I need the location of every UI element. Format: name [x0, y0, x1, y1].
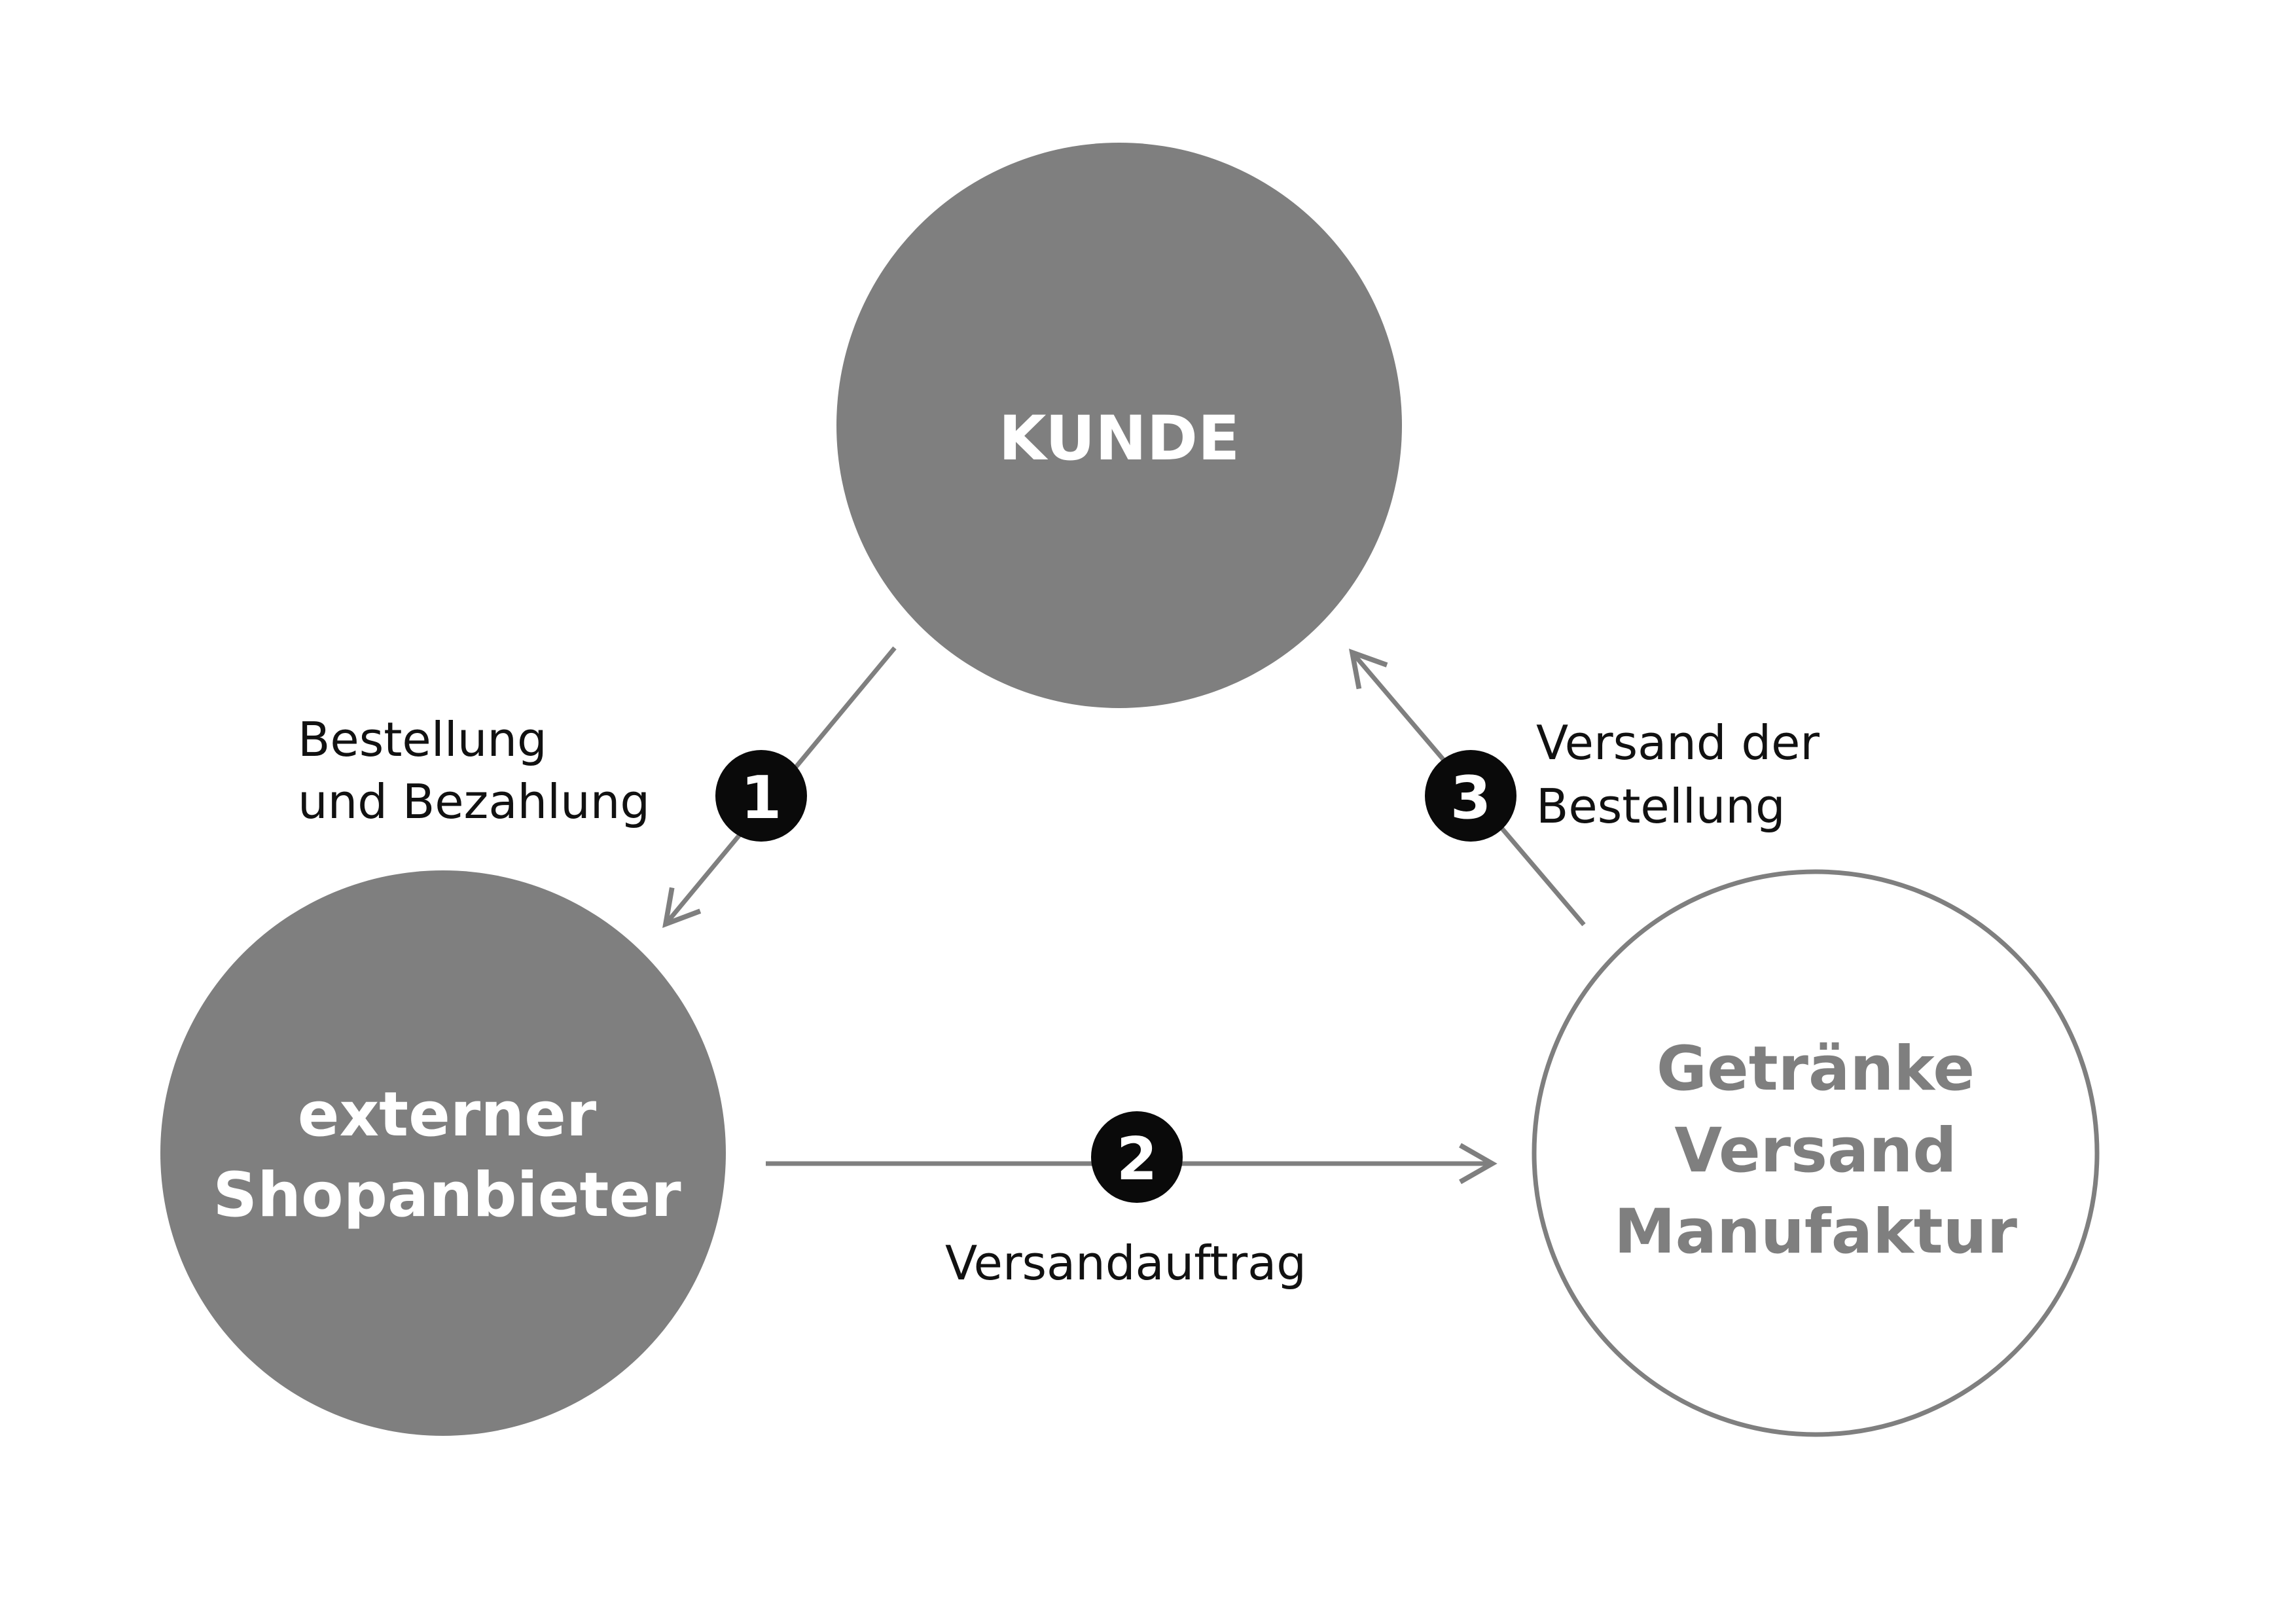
node-shop-label-line2: Shopanbieter — [213, 1160, 681, 1231]
edge-step-1: 1 Bestellung und Bezahlung — [298, 646, 897, 928]
step-2-number: 2 — [1117, 1125, 1158, 1194]
node-kunde-label: KUNDE — [999, 403, 1240, 474]
node-shop-circle — [160, 870, 726, 1436]
node-manufaktur-circle — [1532, 869, 2100, 1437]
node-kunde-circle — [836, 143, 1402, 708]
step-3-label-line2: Bestellung — [1536, 779, 1785, 834]
node-manufaktur-label-line3: Manufaktur — [1614, 1196, 2018, 1268]
edge-step-2: 2 Versandauftrag — [766, 1111, 1498, 1291]
node-manufaktur-label-line1: Getränke — [1657, 1033, 1975, 1105]
step-2-label: Versandauftrag — [945, 1236, 1306, 1291]
step-1-badge — [715, 750, 807, 842]
step-1-number: 1 — [741, 764, 782, 832]
step-3-label-line1: Versand der — [1536, 715, 1820, 770]
node-manufaktur-label-line2: Versand — [1674, 1115, 1956, 1186]
step-2-badge — [1091, 1111, 1183, 1203]
node-manufaktur: Getränke Versand Manufaktur — [1532, 869, 2100, 1437]
edge-step-3: 3 Versand der Bestellung — [1348, 649, 1820, 927]
step-1-label-line1: Bestellung — [298, 712, 547, 767]
node-shop-label-line1: externer — [298, 1079, 597, 1150]
node-kunde: KUNDE — [836, 143, 1402, 708]
step-3-number: 3 — [1450, 764, 1492, 832]
node-shop: externer Shopanbieter — [160, 870, 726, 1436]
step-3-badge — [1425, 750, 1516, 842]
step-1-label-line2: und Bezahlung — [298, 774, 650, 829]
